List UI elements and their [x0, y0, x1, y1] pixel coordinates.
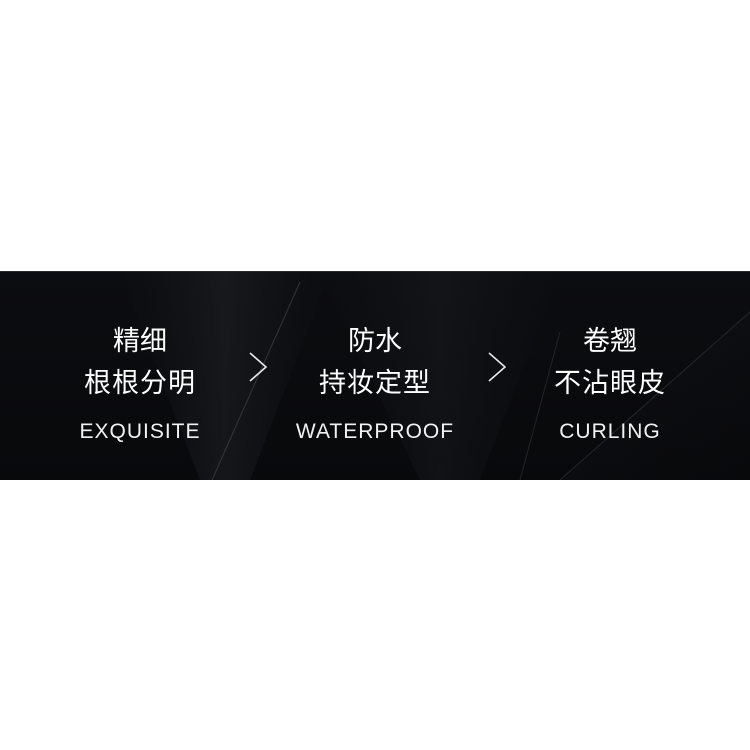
feature-english-label: WATERPROOF: [295, 420, 455, 443]
feature-english-label: EXQUISITE: [79, 420, 201, 443]
feature-title: 精细: [113, 326, 167, 357]
feature-curling: 卷翘 不沾眼皮 CURLING: [530, 272, 690, 480]
feature-subtitle: 持妆定型: [319, 368, 431, 399]
feature-subtitle: 不沾眼皮: [554, 368, 666, 399]
feature-banner: 精细 根根分明 EXQUISITE 防水 持妆定型 WATERPROOF 卷翘 …: [0, 271, 750, 480]
chevron-right-icon: [249, 352, 268, 382]
feature-exquisite: 精细 根根分明 EXQUISITE: [60, 272, 220, 480]
feature-title: 防水: [348, 326, 402, 357]
feature-subtitle: 根根分明: [84, 368, 196, 399]
chevron-right-icon: [488, 352, 507, 382]
feature-title: 卷翘: [583, 326, 637, 357]
feature-waterproof: 防水 持妆定型 WATERPROOF: [288, 272, 462, 480]
banner-light-streaks: [120, 272, 750, 480]
feature-english-label: CURLING: [559, 420, 661, 443]
